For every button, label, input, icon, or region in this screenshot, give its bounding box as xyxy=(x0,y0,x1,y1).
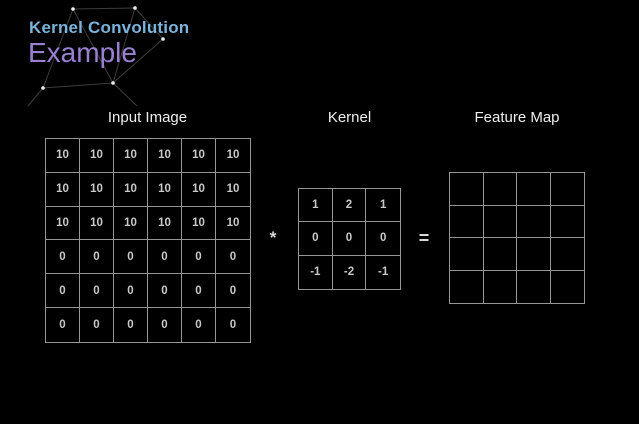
input-image-cell: 0 xyxy=(216,240,250,275)
kernel-cell: 2 xyxy=(332,189,367,223)
input-image-cell: 0 xyxy=(46,240,80,275)
feature-map-cell xyxy=(484,270,517,303)
kernel-cell: -1 xyxy=(299,255,333,289)
feature-map-cell xyxy=(483,238,517,271)
input-image-cell: 0 xyxy=(148,274,182,309)
input-image-cell: 10 xyxy=(216,173,250,207)
input-image-cell: 10 xyxy=(182,172,216,207)
input-image-cell: 10 xyxy=(114,206,148,241)
input-image-cell: 0 xyxy=(46,308,80,342)
feature-map-cell xyxy=(517,238,551,271)
page-title: Kernel Convolution xyxy=(29,18,190,37)
input-image-cell: 10 xyxy=(216,207,250,241)
kernel-cell: -1 xyxy=(378,266,389,279)
kernel-cell: -2 xyxy=(333,255,367,289)
input-image-cell: 10 xyxy=(80,206,114,241)
input-image-cell: 0 xyxy=(216,274,250,309)
constellation-graphic xyxy=(27,6,165,107)
feature-map-cell xyxy=(550,206,584,238)
convolution-operator: * xyxy=(269,228,277,247)
feature-map-grid xyxy=(449,172,585,304)
input-image-cell: 0 xyxy=(229,319,237,332)
input-image-cell: 0 xyxy=(80,308,114,342)
feature-map-cell xyxy=(450,173,484,206)
input-image-cell: 10 xyxy=(114,172,148,207)
feature-map-label: Feature Map xyxy=(474,109,560,126)
kernel-cell: 0 xyxy=(299,222,333,256)
input-image-cell: 0 xyxy=(182,308,216,342)
input-image-cell: 10 xyxy=(182,206,216,241)
input-image-cell: 0 xyxy=(46,274,80,309)
input-image-cell: 10 xyxy=(148,206,182,241)
input-image-cell: 0 xyxy=(182,240,216,275)
feature-map-cell xyxy=(517,173,551,206)
feature-map-cell xyxy=(551,271,585,304)
feature-map-cell xyxy=(450,270,484,303)
feature-map-cell xyxy=(483,205,517,238)
input-image-cell: 10 xyxy=(80,172,114,207)
input-image-cell: 0 xyxy=(148,240,182,275)
input-image-cell: 10 xyxy=(46,139,80,173)
input-image-cell: 0 xyxy=(80,240,114,275)
kernel-cell: 0 xyxy=(366,222,400,256)
input-image-cell: 0 xyxy=(182,274,216,309)
input-image-cell: 0 xyxy=(148,308,182,342)
page-subtitle: Example xyxy=(28,37,137,68)
input-image-cell: 0 xyxy=(114,274,148,309)
feature-map-cell xyxy=(550,173,584,206)
input-image-cell: 10 xyxy=(182,139,216,173)
kernel-cell: 1 xyxy=(299,189,333,223)
input-image-cell: 10 xyxy=(46,172,80,207)
feature-map-cell xyxy=(450,205,484,238)
input-image-cell: 10 xyxy=(148,139,182,173)
input-image-cell: 0 xyxy=(114,308,148,342)
input-image-cell: 10 xyxy=(148,172,182,207)
input-image-cell: 10 xyxy=(80,139,114,173)
input-image-label: Input Image xyxy=(107,109,188,126)
kernel-cell: 0 xyxy=(332,222,367,256)
feature-map-cell xyxy=(483,173,517,206)
input-image-cell: 0 xyxy=(114,240,148,275)
kernel-cell: 1 xyxy=(366,189,400,223)
input-image-cell: 10 xyxy=(216,139,250,173)
feature-map-cell xyxy=(450,238,484,271)
feature-map-cell xyxy=(517,270,551,303)
input-image-cell: 10 xyxy=(114,139,148,173)
equals-operator: = xyxy=(418,228,430,248)
input-image-cell: 0 xyxy=(80,274,114,309)
input-image-cell: 10 xyxy=(46,206,80,241)
feature-map-cell xyxy=(550,238,584,271)
feature-map-cell xyxy=(517,205,551,238)
kernel-label: Kernel xyxy=(327,109,372,126)
